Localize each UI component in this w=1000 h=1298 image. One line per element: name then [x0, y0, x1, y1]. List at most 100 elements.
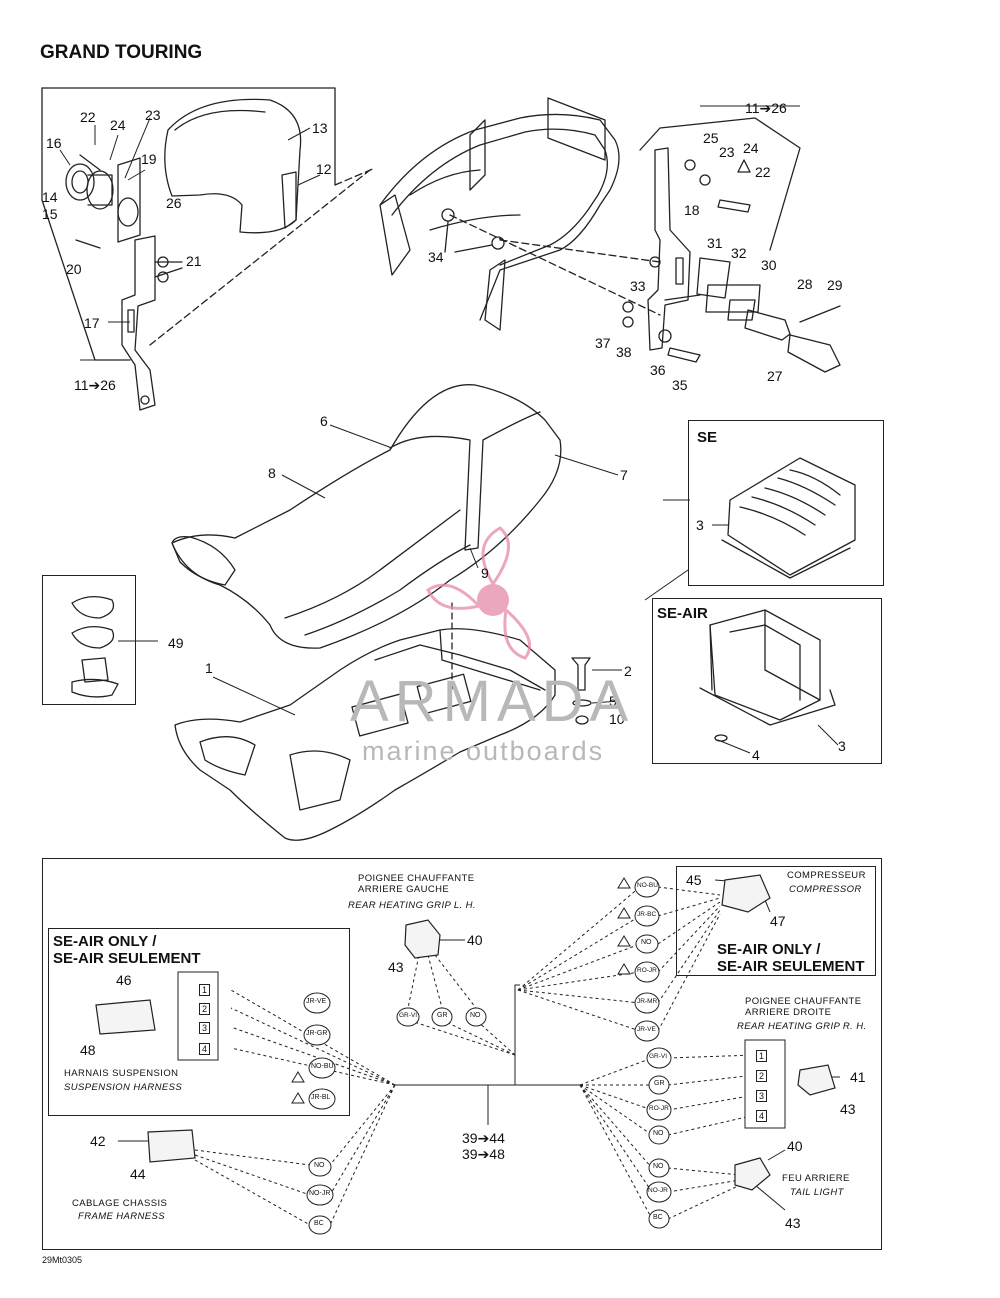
left-bracket-frame	[41, 87, 336, 186]
wire-c-jr-ve: JR-VE	[637, 1026, 656, 1033]
callout-16: 16	[46, 135, 62, 151]
pin-left-2: 2	[199, 1003, 211, 1015]
callout-36: 36	[650, 362, 666, 378]
watermark-brand: ARMADA	[350, 669, 635, 734]
tail-light-en: TAIL LIGHT	[790, 1187, 844, 1198]
grip-right-fr-1: POIGNEE CHAUFFANTE	[745, 996, 862, 1007]
callout-46: 46	[116, 972, 132, 988]
callout-15: 15	[42, 206, 58, 222]
se-air-only-line2: SE-AIR SEULEMENT	[53, 950, 201, 967]
callout-33: 33	[630, 278, 646, 294]
wire-no-frame: NO	[314, 1162, 325, 1169]
wire-t-no-jr: NO-JR	[648, 1187, 668, 1194]
compressor-box: SE-AIR ONLY / SE-AIR SEULEMENT	[676, 866, 876, 976]
rear-bracket	[647, 147, 691, 351]
pin-left-3: 3	[199, 1022, 211, 1034]
callout-7: 7	[620, 467, 628, 483]
callout-28: 28	[797, 276, 813, 292]
wire-c-no-bu: NO-BU	[637, 882, 658, 889]
tail-light-fr: FEU ARRIERE	[782, 1173, 850, 1184]
callout-31: 31	[707, 235, 723, 251]
right-bracket-frame	[639, 117, 801, 251]
pin-right-4: 4	[756, 1110, 768, 1122]
callout-20: 20	[66, 261, 82, 277]
backrest-pad	[164, 98, 302, 234]
frame-harness-en: FRAME HARNESS	[78, 1211, 166, 1222]
callout-29: 29	[827, 277, 843, 293]
grip-left-fr-1: POIGNEE CHAUFFANTE	[358, 873, 475, 884]
se-box-title: SE	[697, 429, 718, 446]
wire-code-bubbles	[303, 876, 672, 1235]
callout-6: 6	[320, 413, 328, 429]
drawing-code: 29Mt0305	[42, 1255, 83, 1265]
wire-gr-left: GR	[437, 1012, 448, 1019]
callout-9: 9	[481, 565, 489, 581]
callout-35: 35	[672, 377, 688, 393]
callout-39-44: 39➔44	[462, 1130, 505, 1146]
callout-27: 27	[767, 368, 783, 384]
grip-left-fr-2: ARRIERE GAUCHE	[358, 884, 450, 895]
wire-jr-ve: JR-VE	[306, 998, 327, 1005]
wire-r-no: NO	[653, 1130, 664, 1137]
callout-8: 8	[268, 465, 276, 481]
callout-22-right: 22	[755, 164, 771, 180]
callout-39-48: 39➔48	[462, 1146, 505, 1162]
wire-jr-gr: JR-GR	[306, 1030, 328, 1037]
callout-4: 4	[752, 747, 760, 763]
callout-47: 47	[770, 913, 786, 929]
wire-no-jr-frame: NO-JR	[309, 1190, 331, 1197]
wire-r-gr: GR	[654, 1080, 665, 1087]
side-bracket	[121, 235, 156, 411]
callout-43-tail: 43	[785, 1215, 801, 1231]
callout-13: 13	[312, 120, 328, 136]
callout-25: 25	[703, 130, 719, 146]
harness-trunk	[118, 879, 840, 1211]
se-air-box: SE-AIR	[652, 598, 882, 764]
wiring-lines	[194, 886, 756, 1226]
page-title: GRAND TOURING	[40, 42, 203, 63]
pin-blocks	[177, 971, 786, 1129]
callout-1: 1	[205, 660, 213, 676]
callout-21: 21	[186, 253, 202, 269]
seat-base	[174, 628, 556, 841]
callout-49: 49	[168, 635, 184, 651]
callout-24-right: 24	[743, 140, 759, 156]
callout-leaders	[59, 105, 839, 754]
se-air-only-box: SE-AIR ONLY / SE-AIR SEULEMENT	[48, 928, 350, 1116]
se-box: SE	[688, 420, 884, 586]
compressor-fr: COMPRESSEUR	[787, 870, 866, 881]
callout-12: 12	[316, 161, 332, 177]
callout-14: 14	[42, 189, 58, 205]
callout-11-26-right: 11➔26	[745, 100, 787, 116]
se-air-only-line1: SE-AIR ONLY /	[53, 933, 157, 950]
suspension-fr: HARNAIS SUSPENSION	[64, 1068, 179, 1079]
se-air-box-title: SE-AIR	[657, 605, 708, 622]
callout-5: 5	[609, 693, 617, 709]
grip-right-en: REAR HEATING GRIP R. H.	[737, 1021, 867, 1032]
callout-2: 2	[624, 663, 632, 679]
callout-48: 48	[80, 1042, 96, 1058]
pin-right-2: 2	[756, 1070, 768, 1082]
pin-left-1: 1	[199, 984, 211, 996]
se-air-only-right-line2: SE-AIR SEULEMENT	[717, 958, 865, 975]
se-air-only-right-line1: SE-AIR ONLY /	[717, 941, 821, 958]
callout-43-left: 43	[388, 959, 404, 975]
pin-left-4: 4	[199, 1043, 211, 1055]
callout-10: 10	[609, 711, 625, 727]
callout-30: 30	[761, 257, 777, 273]
rear-rack-frame	[379, 113, 620, 321]
callout-40-left: 40	[467, 932, 483, 948]
callout-11-26-left: 11➔26	[74, 377, 116, 393]
grip-right-fr-2: ARRIERE DROITE	[745, 1007, 832, 1018]
callout-32: 32	[731, 245, 747, 261]
wire-gr-vi-left: GR-VI	[399, 1012, 418, 1019]
wire-c-no: NO	[641, 939, 652, 946]
grommet-box	[42, 575, 136, 705]
wire-c-ro-jr: RO-JR	[637, 967, 657, 974]
callout-22: 22	[80, 109, 96, 125]
wire-no-bu: NO-BU	[311, 1063, 334, 1070]
connectors	[95, 874, 836, 1191]
pin-right-3: 3	[756, 1090, 768, 1102]
callout-3-se: 3	[696, 517, 704, 533]
